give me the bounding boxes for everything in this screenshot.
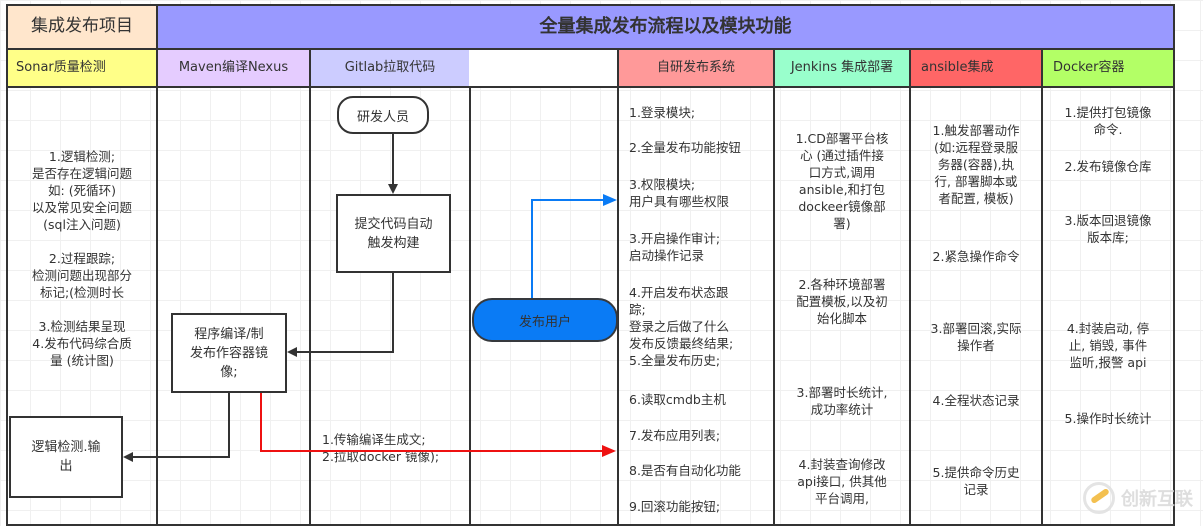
column-header-selfdev: 自研发布系统: [617, 48, 775, 88]
selfdev-item-5: 4.开启发布状态跟 踪; 登录之后做了什么 发布反馈最终结果; 5.全量发布历史…: [629, 285, 734, 368]
sonar-output-box[interactable]: 逻辑检测.输 出: [9, 416, 123, 498]
selfdev-item-7: 7.发布应用列表;: [629, 428, 721, 443]
selfdev-item-1: 1.登录模块;: [629, 105, 696, 120]
docker-item-2: 2.发布镜像仓库: [1064, 159, 1152, 174]
column-label: Gitlab拉取代码: [344, 59, 436, 75]
project-header-label: 集成发布项目: [31, 16, 133, 37]
column-header-maven: Maven编译Nexus: [156, 48, 311, 88]
column-label: Maven编译Nexus: [178, 59, 289, 75]
selfdev-item-3: 3.权限模块; 用户具有哪些权限: [629, 177, 730, 209]
docker-item-3: 3.版本回退镜像 版本库;: [1064, 213, 1152, 245]
jenkins-item-4: 4.封装查询修改 api接口, 供其他 平台调用,: [797, 457, 887, 506]
jenkins-item-1: 1.CD部署平台核 心 (通过插件接 口方式,调用 ansible,和打包 do…: [795, 131, 889, 231]
developer-node[interactable]: 研发人员: [337, 96, 429, 134]
jenkins-item-3: 3.部署时长统计, 成功率统计: [796, 385, 888, 417]
watermark-logo-icon: [1083, 482, 1115, 514]
column-label: Sonar质量检测: [16, 59, 106, 75]
selfdev-item-8: 8.是否有自动化功能: [629, 463, 741, 478]
column-label: Docker容器: [1053, 59, 1125, 75]
column-label: Jenkins 集成部署: [790, 59, 894, 75]
sonar-description: 1.逻辑检测; 是否存在逻辑问题 如: (死循环) 以及常见安全问题 (sql注…: [31, 149, 132, 368]
diagram-title: 全量集成发布流程以及模块功能: [156, 4, 1175, 50]
ansible-item-4: 4.全程状态记录: [932, 393, 1020, 408]
column-header-sonar: Sonar质量检测: [6, 48, 158, 88]
commit-trigger-box[interactable]: 提交代码自动 触发构建: [336, 194, 451, 273]
column-header-ansible: ansible集成: [909, 48, 1043, 88]
ansible-item-2: 2.紧急操作命令: [932, 249, 1020, 264]
column-label: ansible集成: [921, 59, 994, 75]
docker-item-5: 5.操作时长统计: [1064, 411, 1152, 426]
column-header-gitlab: Gitlab拉取代码: [309, 48, 471, 88]
docker-item-1: 1.提供打包镜像 命令.: [1064, 105, 1152, 137]
selfdev-item-2: 2.全量发布功能按钮: [629, 140, 741, 155]
diagram-title-text: 全量集成发布流程以及模块功能: [539, 15, 792, 37]
column-header-jenkins: Jenkins 集成部署: [773, 48, 911, 88]
column-header-docker: Docker容器: [1041, 48, 1175, 88]
project-header: 集成发布项目: [6, 4, 158, 50]
column-label: 自研发布系统: [656, 59, 735, 75]
selfdev-item-9: 9.回滚功能按钮;: [629, 499, 721, 514]
ansible-item-3: 3.部署回滚,实际 操作者: [930, 321, 1022, 353]
transfer-note: 1.传输编译生成文; 2.拉取docker 镜像);: [322, 432, 440, 464]
watermark-text: 创新互联: [1121, 489, 1193, 510]
column-header-blank: [469, 48, 619, 88]
selfdev-item-4: 3.开启操作审计; 启动操作记录: [629, 231, 721, 263]
lane-docker: [1041, 86, 1175, 526]
ansible-item-5: 5.提供命令历史 记录: [932, 465, 1020, 497]
docker-item-4: 4.封装启动, 停 止, 销毁, 事件 监听,报警 api: [1066, 321, 1150, 370]
selfdev-item-6: 6.读取cmdb主机: [629, 392, 726, 407]
ansible-item-1: 1.触发部署动作 (如:远程登录服 务器(容器),执 行, 部署脚本或 者配置,…: [932, 123, 1020, 206]
maven-build-box[interactable]: 程序编译/制 发布作容器镜 像;: [171, 313, 287, 393]
lane-maven: [156, 86, 311, 526]
jenkins-item-2: 2.各种环境部署 配置模板,以及初 始化脚本: [796, 277, 888, 326]
release-user-node[interactable]: 发布用户: [472, 298, 618, 342]
watermark: 创新互联: [1083, 482, 1193, 514]
